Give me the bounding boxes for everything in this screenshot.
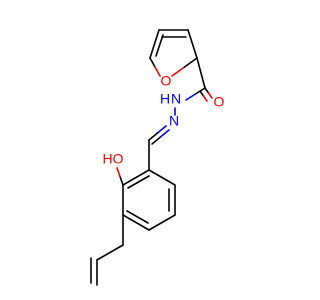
furan-bond-o-c5-a [171, 66, 186, 77]
furan-bond-c2-c3 [149, 29, 160, 59]
chemical-structure-diagram: O O N H N HO [90, 29, 225, 286]
ring-bond-6 [122, 169, 150, 186]
ring-bond-4-inner [126, 210, 149, 224]
furan-bond-c2-o-a [149, 57, 156, 68]
ring-bond-6-inner [127, 175, 150, 189]
furan-bond-c4-c5 [187, 29, 198, 59]
bond-ring-to-oh-b [116, 167, 121, 178]
imine-double-bond-a-b [148, 132, 159, 141]
carbonyl-double-bond-a-b [207, 92, 213, 99]
hydrazide-nitrogen-label: N [171, 91, 181, 107]
bond-layer [90, 29, 213, 286]
carbonyl-double-bond-a-a [204, 87, 210, 94]
hydroxyl-label: HO [103, 151, 124, 167]
molecule-canvas: O O N H N HO [90, 29, 225, 286]
furan-bond-c2-o-b [154, 66, 161, 77]
imine-double-bond-b-a [159, 129, 170, 138]
carbonyl-double-bond-b-a [199, 90, 205, 97]
ring-bond-4 [122, 214, 150, 231]
bond-carbonyl-to-nh-b [185, 93, 197, 101]
atom-label-layer: O O N H N HO [103, 73, 225, 167]
allyl-bond-2 [96, 244, 124, 261]
bond-furan-to-carbonyl [196, 57, 206, 89]
ring-bond-1 [148, 169, 176, 186]
imine-nitrogen-label: N [169, 113, 179, 129]
bond-ring-to-oh-a [119, 175, 124, 186]
imine-double-bond-a-a [156, 125, 167, 134]
furan-bond-c2-c3-inner [155, 34, 164, 57]
carbonyl-double-bond-b-b [202, 95, 208, 102]
furan-oxygen-label: O [161, 73, 172, 89]
ring-bond-3 [148, 214, 176, 231]
bond-carbonyl-to-nh-a [194, 87, 206, 95]
furan-bond-o-c5-b [183, 57, 198, 68]
carbonyl-oxygen-label: O [214, 94, 225, 110]
hydrazide-hydrogen-label: H [160, 91, 170, 107]
imine-double-bond-b-b [151, 136, 162, 145]
